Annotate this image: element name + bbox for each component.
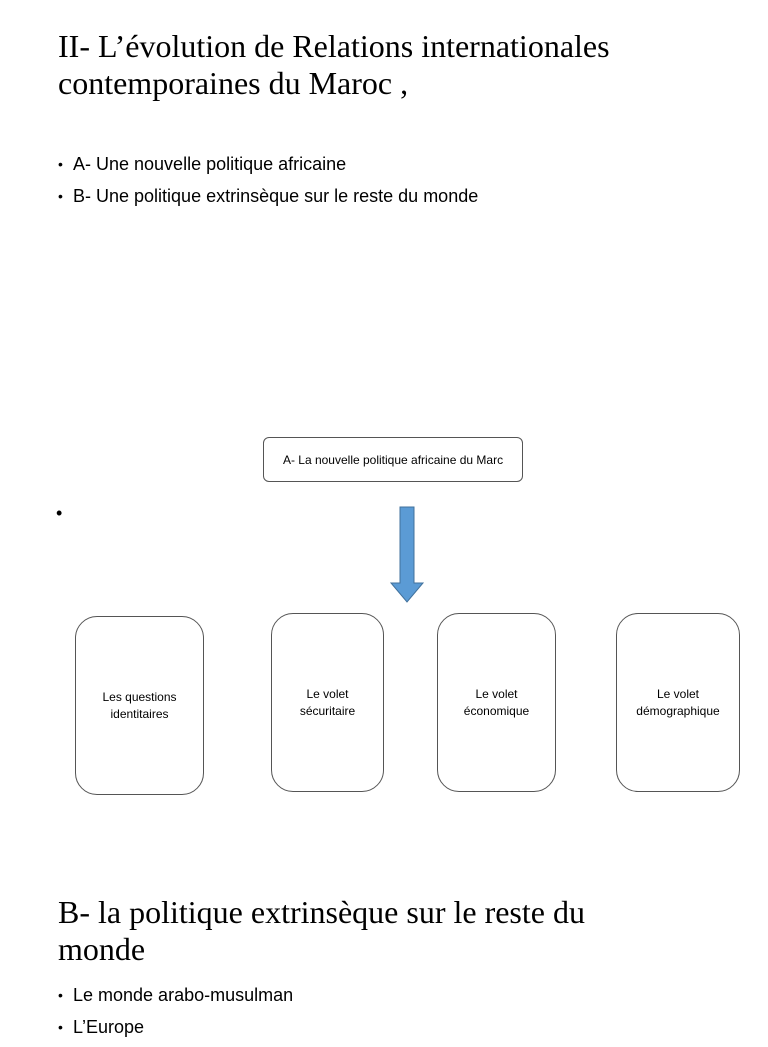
section-b-bullet-list: • Le monde arabo-musulman • L’Europe <box>58 983 293 1047</box>
section-a-title-line2: contemporaines du Maroc , <box>58 65 409 101</box>
section-a-bullet-list: • A- Une nouvelle politique africaine • … <box>58 152 478 216</box>
card-line: Le volet <box>306 686 349 701</box>
section-b-title-line1: B- la politique extrinsèque sur le reste… <box>58 894 585 930</box>
diagram-card-security: Le volet sécuritaire <box>271 613 384 792</box>
list-item: • B- Une politique extrinsèque sur le re… <box>58 184 478 216</box>
list-item: • Le monde arabo-musulman <box>58 983 293 1015</box>
bullet-text: B- Une politique extrinsèque sur le rest… <box>73 186 479 206</box>
stray-bullet: • <box>56 503 63 523</box>
bullet-text: A- Une nouvelle politique africaine <box>73 154 347 174</box>
bullet-text: Le monde arabo-musulman <box>73 985 294 1005</box>
bullet-dot-icon: • <box>58 156 63 172</box>
diagram-card-economic: Le volet économique <box>437 613 556 792</box>
section-b-title-line2: monde <box>58 931 146 967</box>
card-line: identitaires <box>110 706 169 721</box>
diagram-root-box: A- La nouvelle politique africaine du Ma… <box>263 437 523 482</box>
section-a-title-line1: II- L’évolution de Relations internation… <box>58 28 610 64</box>
down-arrow-icon <box>389 506 425 603</box>
card-line: sécuritaire <box>299 703 356 718</box>
section-a-title: II- L’évolution de Relations internation… <box>58 28 738 102</box>
list-item: • A- Une nouvelle politique africaine <box>58 152 478 184</box>
diagram-card-demographic: Le volet démographique <box>616 613 740 792</box>
section-b-title: B- la politique extrinsèque sur le reste… <box>58 894 738 968</box>
list-item: • L’Europe <box>58 1015 293 1047</box>
bullet-dot-icon: • <box>58 987 63 1003</box>
bullet-dot-icon: • <box>58 1019 63 1035</box>
down-arrow-shape <box>389 506 425 603</box>
card-line: économique <box>463 703 530 718</box>
bullet-dot-icon: • <box>58 188 63 204</box>
diagram-root-label: A- La nouvelle politique africaine du Ma… <box>282 452 504 467</box>
card-line: Le volet <box>656 686 700 701</box>
bullet-text: L’Europe <box>73 1017 145 1037</box>
card-line: Les questions <box>102 689 177 704</box>
diagram-card-identity: Les questions identitaires <box>75 616 204 795</box>
card-line: démographique <box>636 703 720 718</box>
card-line: Le volet <box>475 686 518 701</box>
